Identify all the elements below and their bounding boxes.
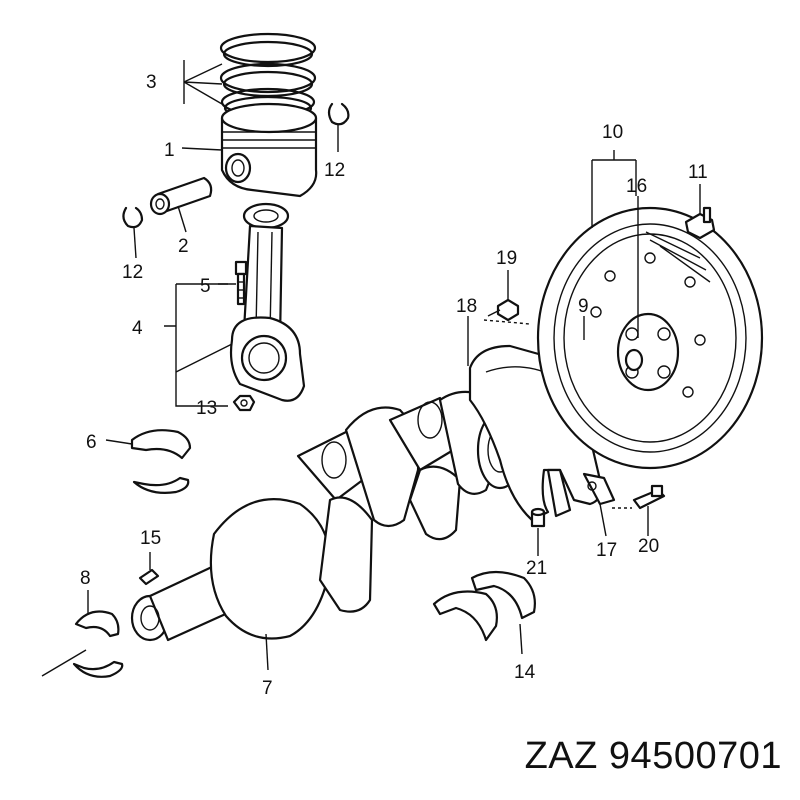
callout-12-right: 12 — [324, 160, 345, 181]
callout-20: 20 — [638, 536, 659, 557]
callout-7: 7 — [262, 678, 273, 699]
callout-8: 8 — [80, 568, 91, 589]
callout-19: 19 — [496, 248, 517, 269]
rod-nut — [232, 394, 256, 412]
rod-bearing-shells — [130, 429, 192, 494]
main-bearing-shells — [72, 610, 124, 678]
flywheel-bolt — [684, 206, 716, 240]
callout-3: 3 — [146, 72, 157, 93]
callout-11: 11 — [688, 162, 708, 183]
piston-rings — [219, 32, 317, 121]
callout-10: 10 — [602, 122, 623, 143]
callout-17: 17 — [596, 540, 617, 561]
dowel — [530, 507, 546, 528]
callout-12-left: 12 — [122, 262, 143, 283]
callout-18: 18 — [456, 296, 477, 317]
connecting-rod — [229, 202, 306, 402]
callout-15: 15 — [140, 528, 161, 549]
circlip-left — [122, 206, 144, 229]
callout-16: 16 — [626, 176, 647, 197]
leader-lines — [41, 60, 701, 677]
housing-bolt-lower — [632, 484, 666, 510]
crank-key — [138, 568, 160, 586]
thrust-washers — [432, 570, 536, 642]
callout-5: 5 — [200, 276, 211, 297]
callout-6: 6 — [86, 432, 97, 453]
callout-4: 4 — [132, 318, 143, 339]
callout-2: 2 — [178, 236, 189, 257]
flywheel — [536, 206, 764, 470]
housing-bolt-upper — [487, 298, 520, 322]
callout-13: 13 — [196, 398, 217, 419]
callout-labels: 3 1 12 2 12 5 4 13 6 15 8 7 14 21 17 20 … — [80, 72, 708, 699]
part-number-label: ZAZ 94500701 — [524, 735, 782, 777]
callout-14: 14 — [514, 662, 536, 683]
callout-21: 21 — [526, 558, 547, 579]
piston-pin — [149, 176, 213, 216]
callout-9: 9 — [578, 296, 589, 317]
rod-bolt — [234, 260, 248, 306]
piston — [220, 102, 318, 198]
callout-1: 1 — [164, 140, 175, 161]
circlip-right — [327, 102, 350, 126]
